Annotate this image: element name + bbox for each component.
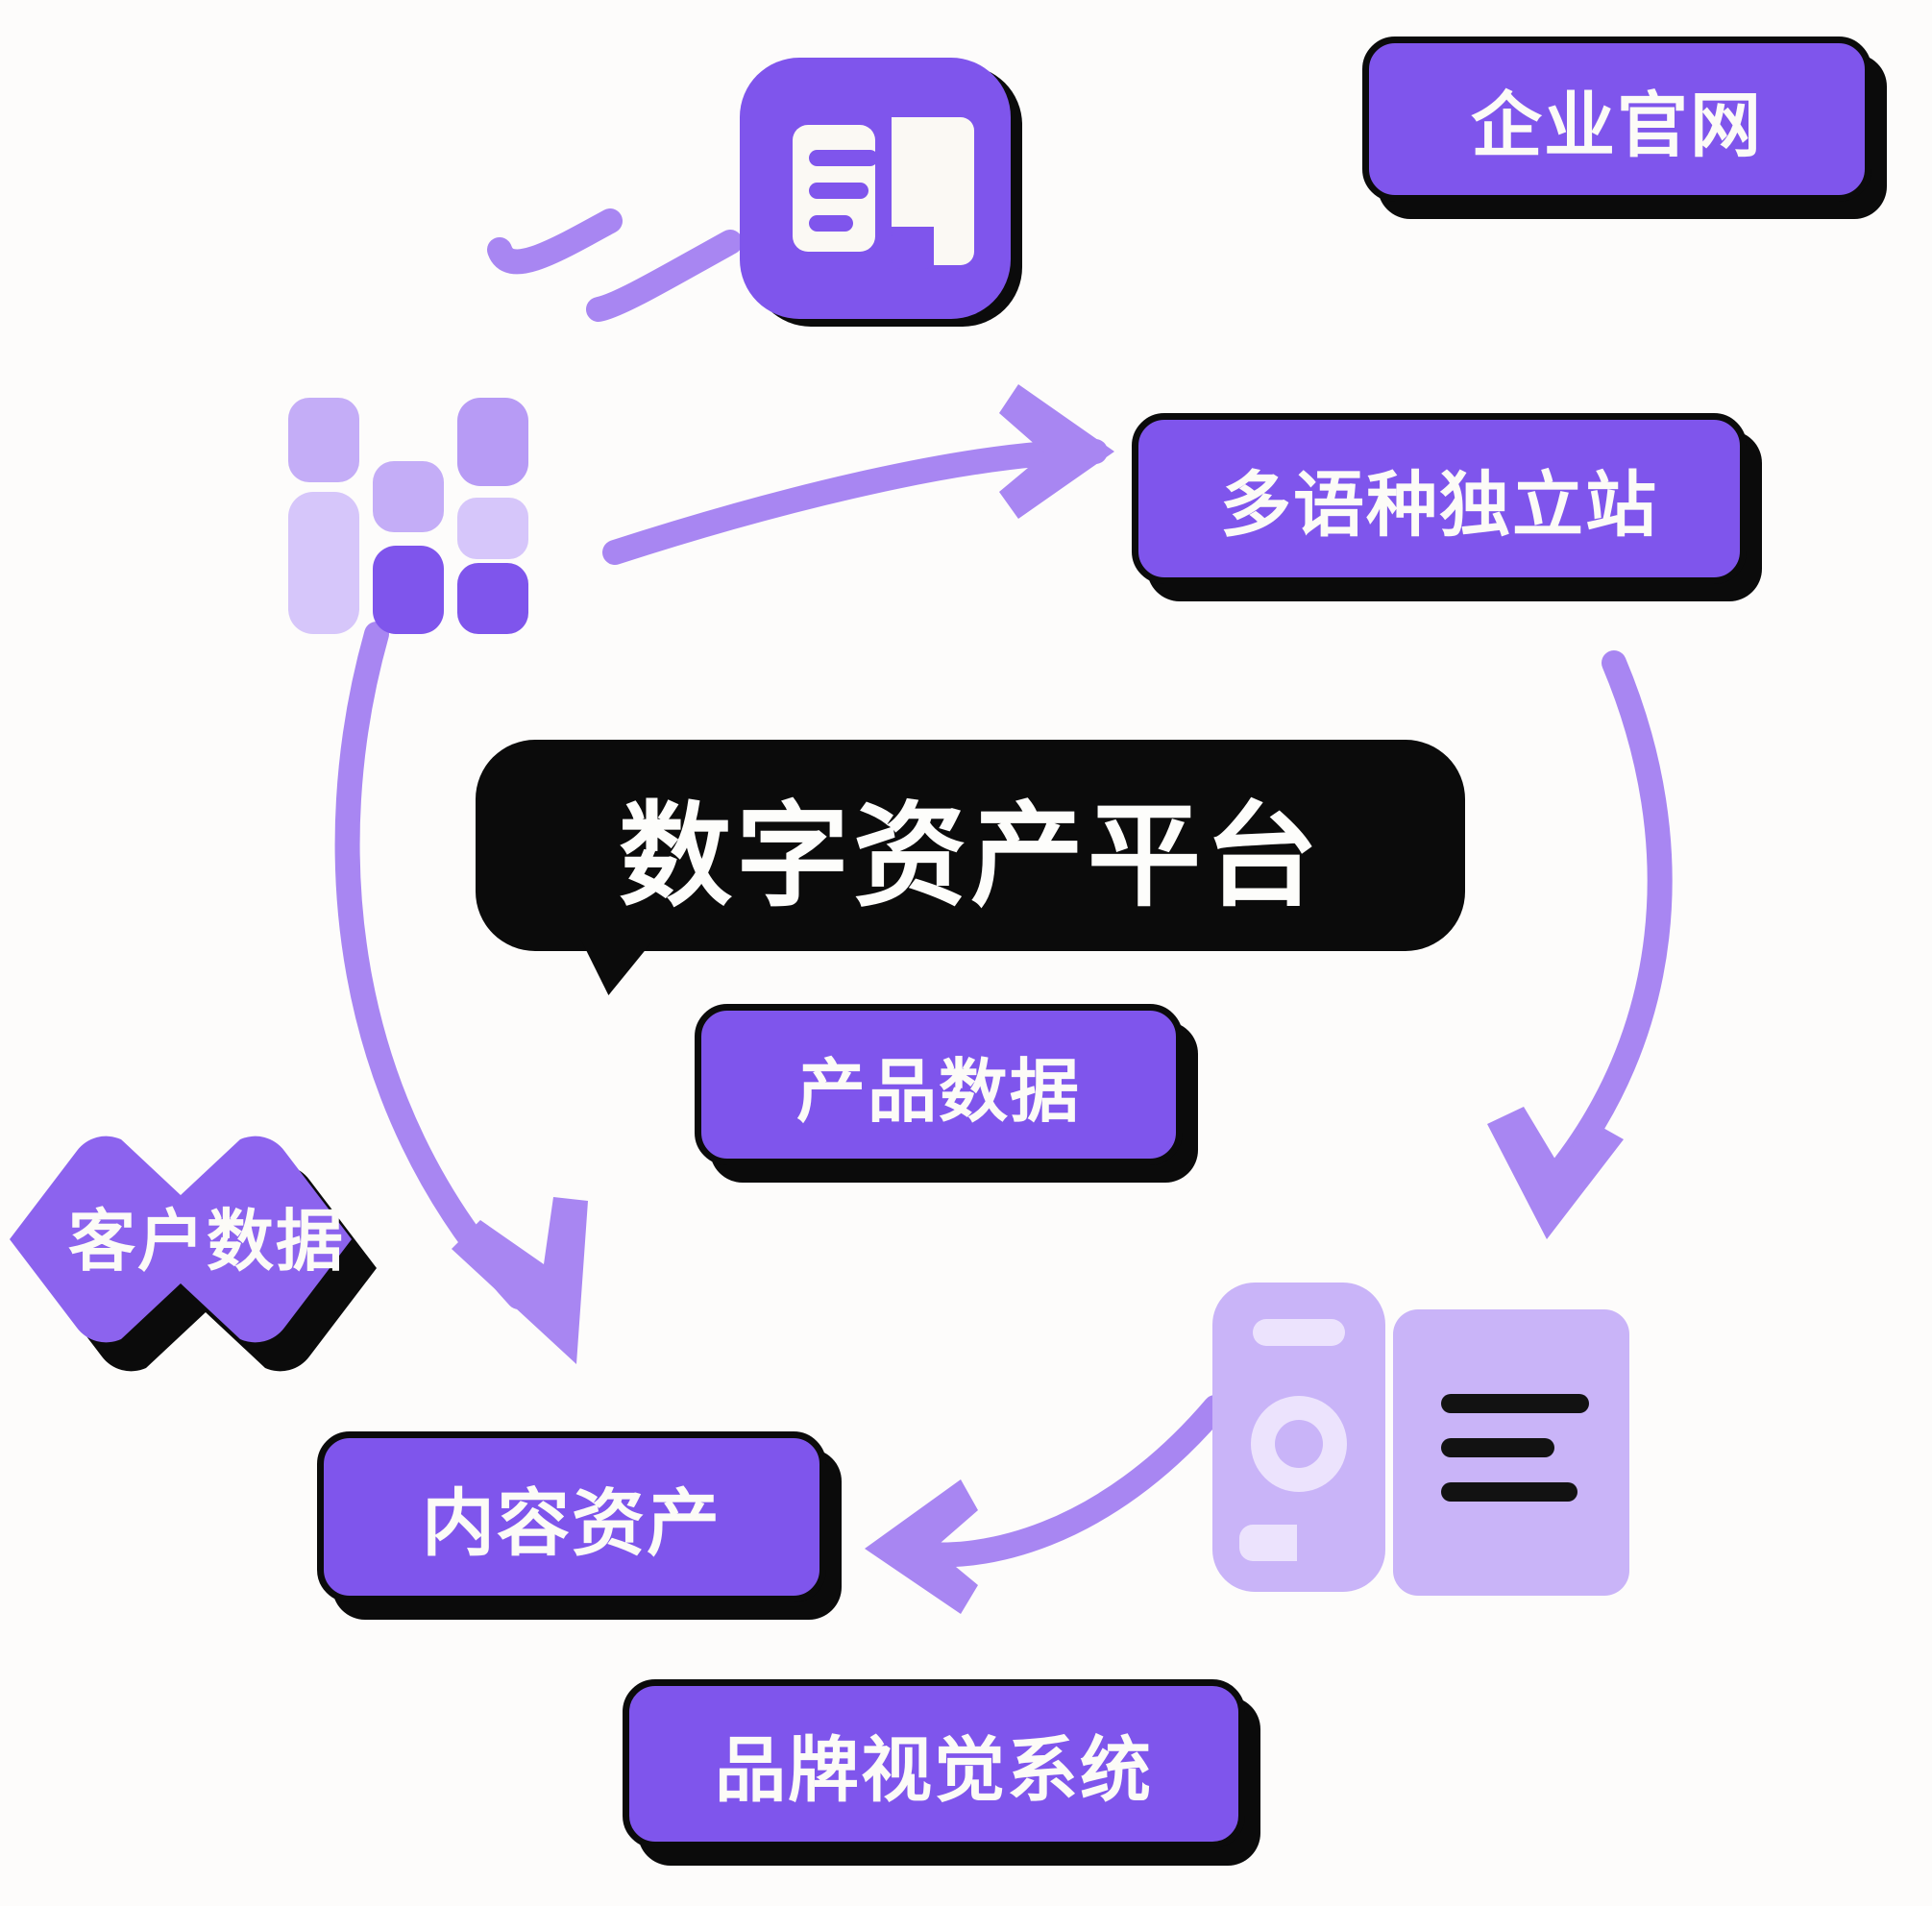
node-multilang-site-label: 多语种独立站 [1220, 464, 1658, 545]
node-corporate-site[interactable]: 企业官网 [1362, 37, 1871, 202]
arrow-mosaic-to-multilang [602, 384, 1114, 565]
arrow-mobile-to-content [865, 1395, 1228, 1614]
node-multilang-site[interactable]: 多语种独立站 [1132, 413, 1747, 584]
arrow-doc-to-mosaic [487, 208, 743, 322]
center-title-bubble: 数字资产平台 [476, 740, 1465, 995]
document-card-icon [740, 58, 1038, 346]
hexagon-duo-shape [10, 1136, 377, 1372]
node-brand-visual-label: 品牌视觉系统 [715, 1729, 1153, 1810]
arrow-multilang-to-mobile [1487, 650, 1673, 1239]
node-brand-visual[interactable]: 品牌视觉系统 [623, 1679, 1245, 1848]
mosaic-grid-icon [288, 392, 615, 642]
bubble-tail [572, 940, 654, 995]
node-product-data-label: 产品数据 [795, 1053, 1081, 1131]
node-customer-data[interactable]: 客户数据 [0, 1095, 423, 1383]
node-content-assets-label: 内容资产 [422, 1483, 721, 1565]
node-product-data[interactable]: 产品数据 [695, 1004, 1183, 1165]
node-corporate-site-label: 企业官网 [1471, 85, 1763, 165]
page-title: 数字资产平台 [618, 793, 1322, 920]
node-content-assets[interactable]: 内容资产 [317, 1431, 826, 1602]
mobile-document-icon [1212, 1273, 1645, 1600]
